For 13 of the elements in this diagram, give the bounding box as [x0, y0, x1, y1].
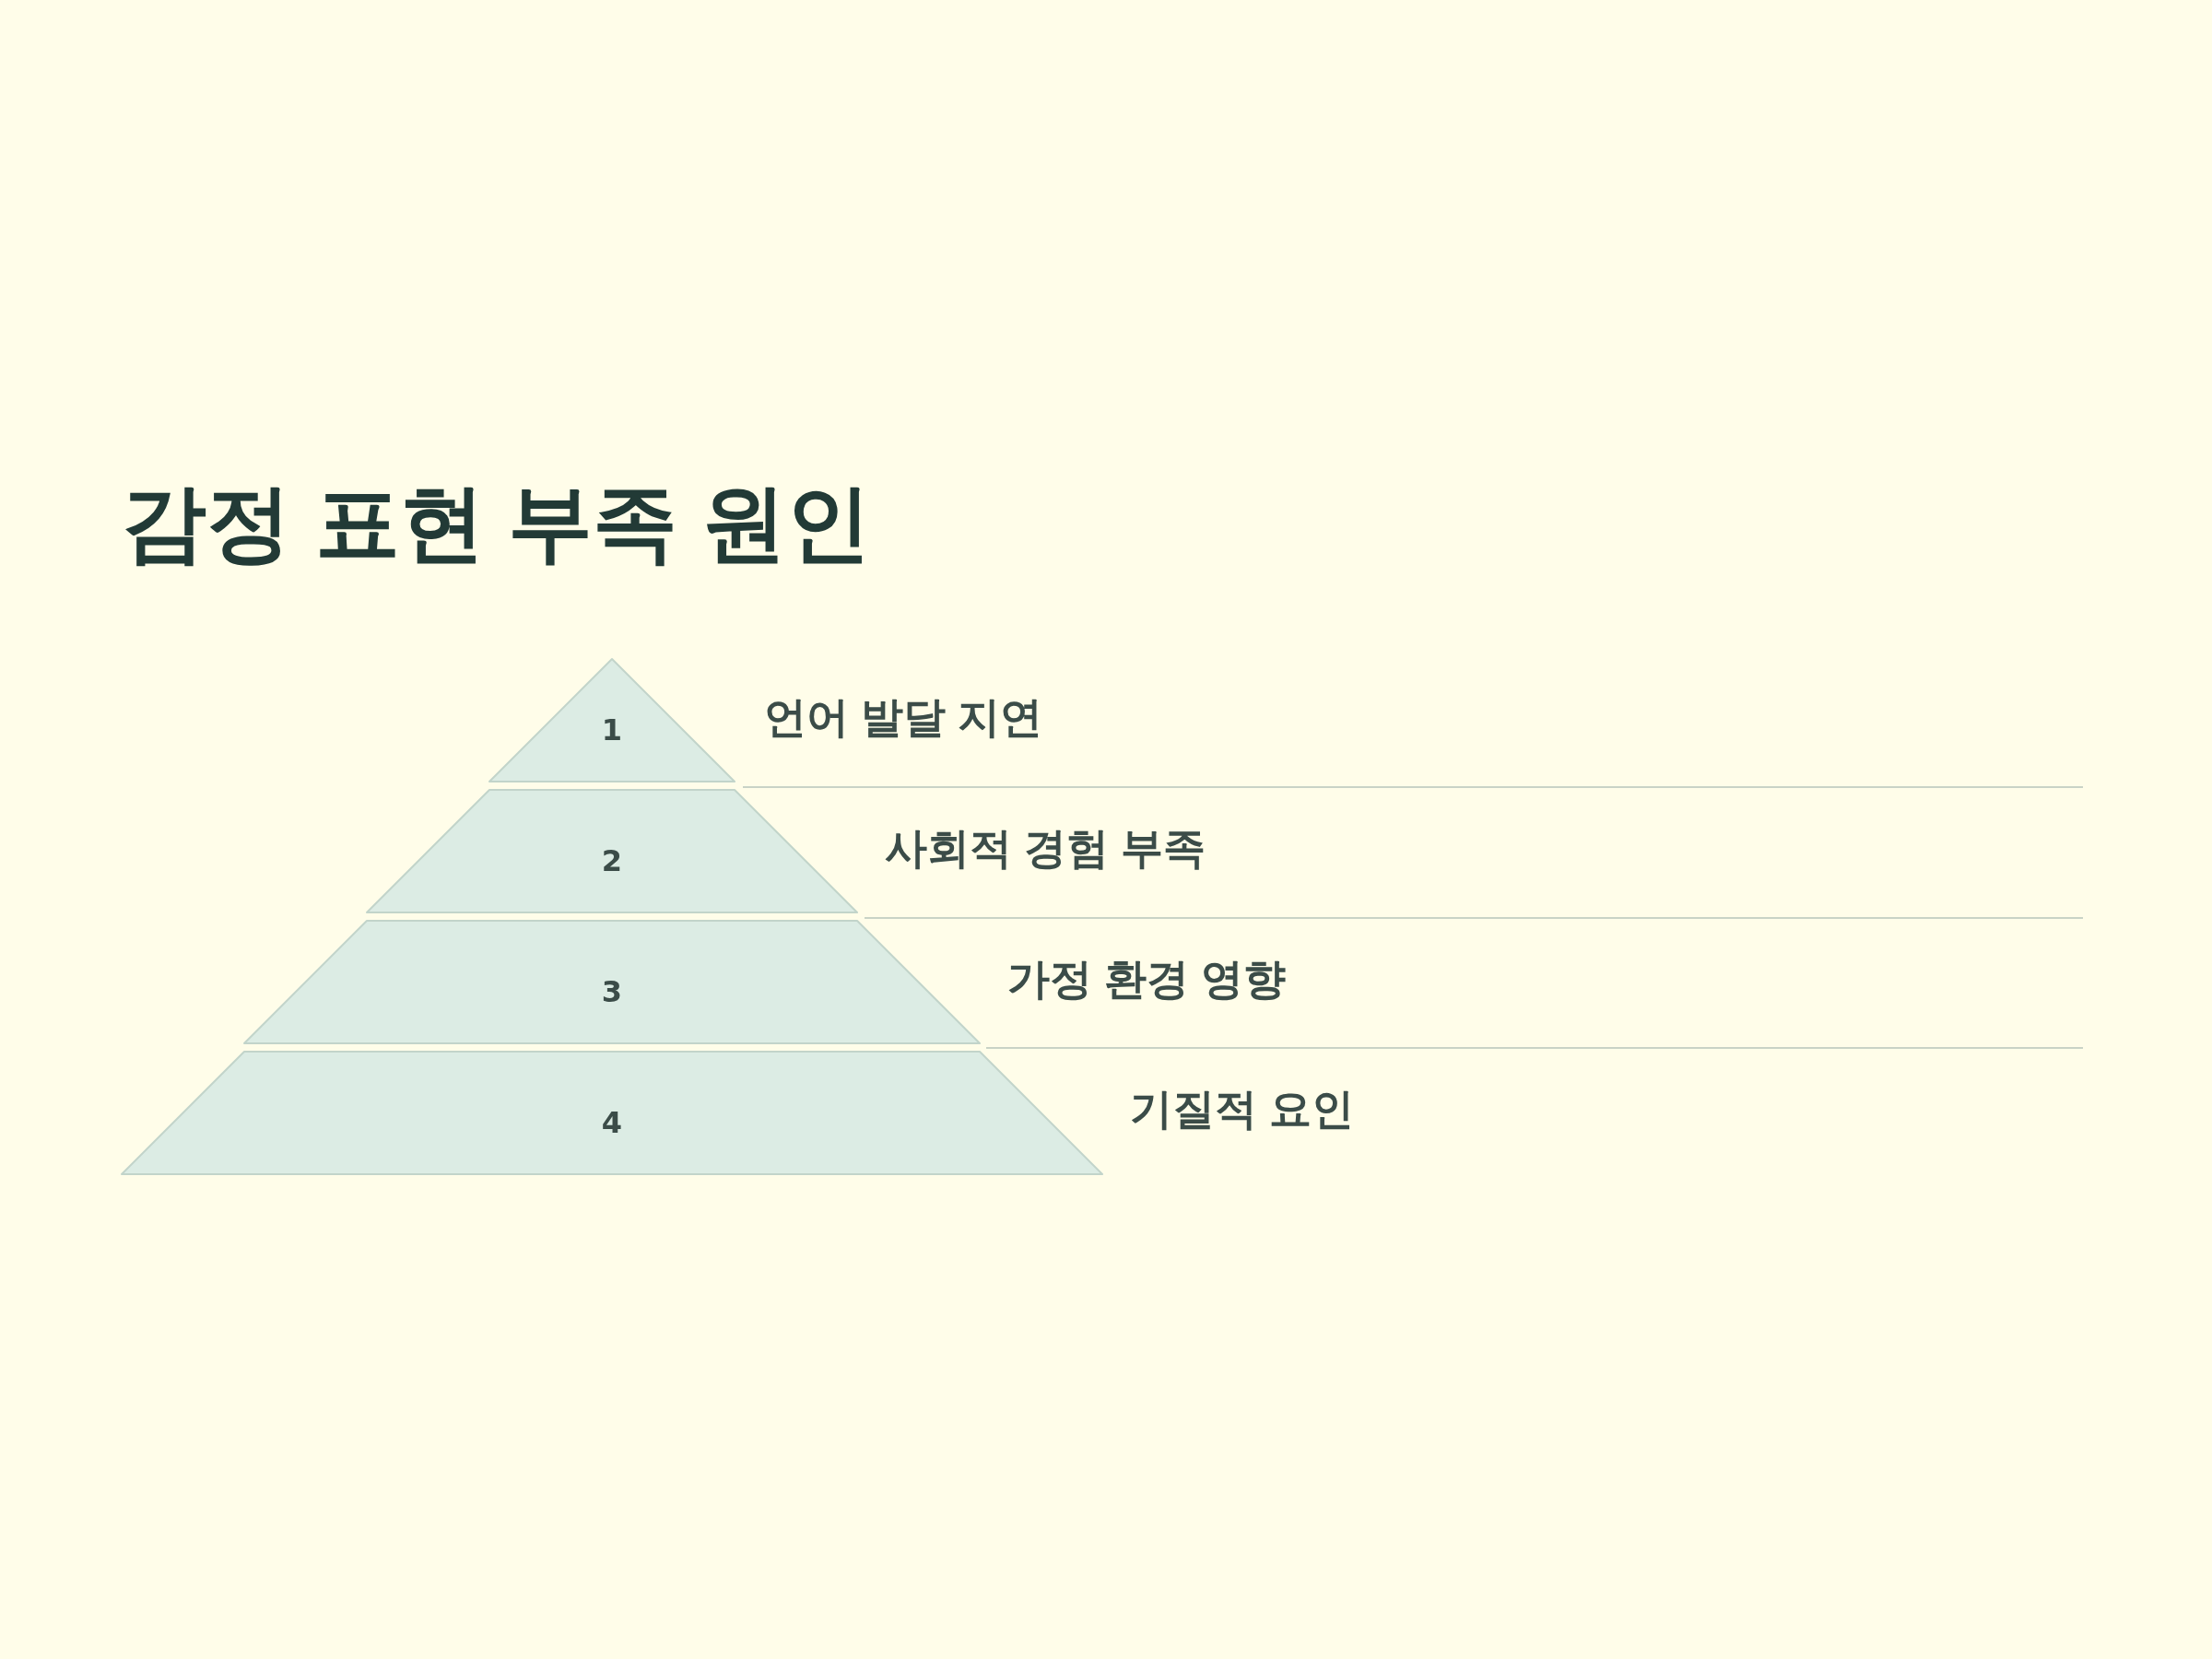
pyramid-layer	[367, 790, 857, 912]
pyramid-layer	[244, 921, 980, 1043]
pyramid-layer	[122, 1052, 1102, 1174]
layer-caption: 가정 환경 영향	[1007, 954, 1286, 1006]
layer-number: 4	[601, 1108, 623, 1138]
layer-number: 2	[601, 846, 623, 877]
pyramid-layer	[489, 659, 735, 782]
layer-number: 1	[601, 715, 623, 746]
title: 감정 표현 부족 원인	[122, 475, 871, 571]
layer-caption: 언어 발달 지연	[764, 692, 1042, 744]
layer-number: 3	[601, 977, 623, 1007]
layer-caption: 사회적 경험 부족	[885, 823, 1206, 875]
layer-caption: 기질적 요인	[1130, 1084, 1354, 1135]
